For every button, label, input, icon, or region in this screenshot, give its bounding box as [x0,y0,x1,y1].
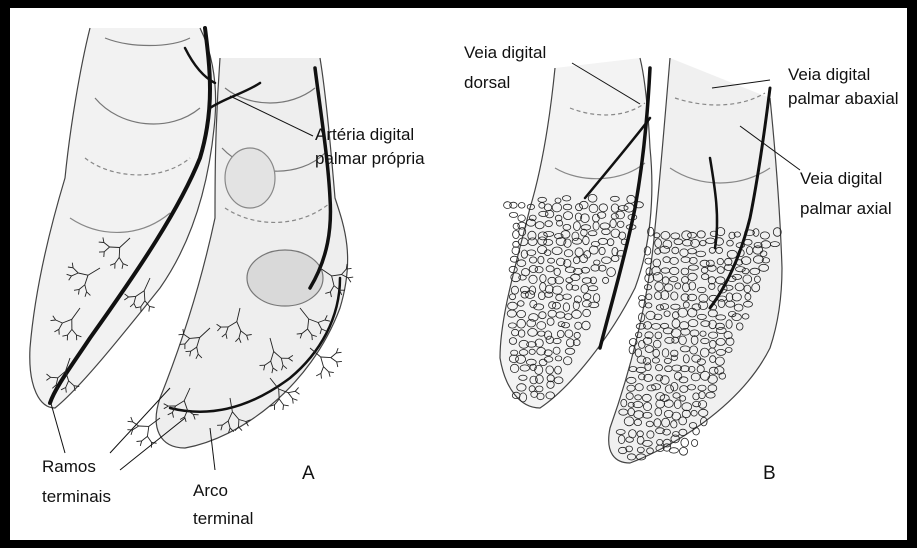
arteriole-branch [180,344,185,345]
arteriole-branch [110,247,120,248]
venous-mesh-cell [513,231,520,239]
label-veia-axial-line2: palmar axial [800,198,892,220]
arteriole-branch [150,306,155,307]
venous-mesh-cell [669,448,678,453]
arteriole-branch [66,388,67,393]
arteriole-branch [149,306,150,311]
arteriole-branch [284,405,289,406]
arteriole-branch [51,320,56,321]
venous-mesh-cell [518,203,525,209]
arteriole-branch [321,357,324,367]
panel-b-letter: B [763,463,776,485]
arteriole-branch [312,335,313,340]
venous-mesh-cell [510,202,517,208]
arteriole-branch [337,362,338,367]
arteriole-branch [140,441,141,446]
arteriole-branch [279,399,283,405]
arteriole-branch [329,372,334,373]
arteriole-branch [128,421,133,422]
arteriole-branch [147,426,148,436]
arteriole-branch [348,278,351,282]
arteriole-branch [321,357,331,358]
arteriole-branch [137,441,142,442]
arteriole-branch [324,367,329,372]
arteriole-branch [288,393,292,399]
arteriole-branch [316,373,321,376]
venous-mesh-cell [692,440,698,447]
arteriole-branch [129,296,136,297]
label-veia-dorsal-line1: Veia digital [464,42,546,64]
arteriole-branch [336,348,338,353]
label-arteria-digital-line2: palmar própria [315,148,425,170]
figure-frame: Artéria digital palmar própria Ramos ter… [10,8,907,540]
arteriole-branch [179,334,184,335]
label-arco-terminal-line1: Arco [193,480,228,502]
arteriole-branch [119,248,120,258]
label-veia-abaxial-line1: Veia digital [788,64,870,86]
arteriole-branch [331,353,337,358]
arteriole-branch [295,391,299,394]
arteriole-branch [336,352,341,353]
arteriole-branch [331,358,337,362]
venous-mesh-cell [679,447,687,455]
arteriole-branch [321,367,324,374]
label-veia-abaxial-line2: palmar abaxial [788,88,899,110]
arteriole-branch [321,373,322,378]
label-arco-terminal-line2: terminal [193,508,253,530]
venous-mesh-cell [518,215,525,222]
venous-mesh-cell [513,223,519,229]
arteriole-branch [279,389,280,399]
arteriole-branch [283,405,284,410]
panel-a-letter: A [302,463,315,485]
arteriole-branch [147,436,151,442]
venous-mesh-cell [509,212,517,217]
label-arteria-digital-line1: Artéria digital [315,124,414,146]
arteriole-branch [51,377,58,378]
anatomical-illustration [10,8,907,540]
arteriole-branch [293,399,294,404]
label-ramos-terminais-line2: terminais [42,486,111,508]
arteriole-branch [348,277,353,278]
arteriole-branch [297,334,302,335]
venous-mesh-cell [518,222,526,229]
arteriole-branch [293,399,298,401]
arteriole-branch [337,361,342,362]
label-veia-axial-line1: Veia digital [800,168,882,190]
panel-a-drawing [30,28,348,448]
label-veia-dorsal-line2: dorsal [464,72,510,94]
arteriole-branch [295,387,298,391]
venous-mesh-cell [681,438,689,447]
arteriole-branch [329,372,330,377]
arteriole-branch [142,436,148,441]
arteriole-branch [288,391,295,392]
arteriole-branch [131,417,133,422]
venous-mesh-cell [693,428,700,435]
label-ramos-terminais-line1: Ramos [42,456,96,478]
